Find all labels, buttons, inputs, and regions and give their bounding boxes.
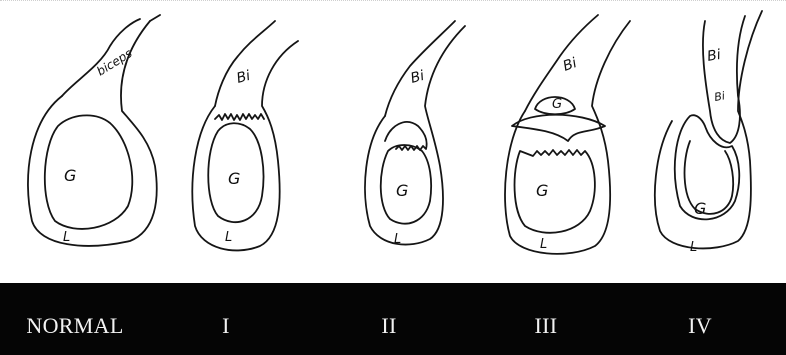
labrum-label: L — [690, 240, 697, 255]
label-normal: NORMAL — [26, 313, 123, 339]
panel-type-i-drawing: Bi G L — [192, 21, 298, 250]
biceps-label: biceps — [94, 46, 134, 78]
biceps-tendon-split — [703, 16, 745, 143]
label-type-i: I — [222, 313, 230, 339]
glenoid-outline — [45, 115, 133, 229]
sketch-canvas: biceps G L Bi G L Bi G — [0, 1, 786, 284]
labrum-outline — [28, 21, 157, 246]
labrum-label: L — [394, 232, 401, 247]
caption-band: NORMAL I II III IV — [0, 283, 786, 355]
torn-biceps-label: Bi — [713, 89, 726, 104]
biceps-label: Bi — [706, 47, 722, 65]
glenoid-label: G — [536, 181, 548, 200]
labrum-outline — [505, 21, 630, 254]
biceps-label: Bi — [409, 68, 426, 87]
glenoid-label: G — [694, 199, 706, 218]
labrum-label: L — [63, 230, 70, 245]
panel-normal-drawing: biceps G L — [28, 15, 160, 246]
bucket-handle-fragment — [512, 115, 605, 141]
labrum-outline — [655, 11, 762, 248]
fragment-glenoid-label: G — [552, 97, 562, 112]
biceps-label: Bi — [235, 68, 252, 87]
panel-type-iii-drawing: G Bi G L — [505, 15, 630, 254]
panel-type-ii-drawing: Bi G L — [365, 21, 465, 247]
biceps-tendon — [215, 21, 275, 106]
label-type-iv: IV — [688, 313, 712, 339]
glenoid-label: G — [396, 181, 408, 200]
glenoid-outline — [685, 141, 734, 214]
frayed-edge — [215, 114, 264, 120]
label-type-ii: II — [381, 313, 396, 339]
glenoid-outline — [515, 150, 595, 233]
drawing-area: biceps G L Bi G L Bi G — [0, 0, 786, 283]
panel-type-iv-drawing: Bi Bi G L — [655, 11, 762, 255]
biceps-label: Bi — [561, 55, 579, 75]
labrum-label: L — [225, 230, 232, 245]
labrum-outline — [365, 26, 465, 245]
glenoid-label: G — [64, 166, 76, 185]
labrum-label: L — [540, 237, 547, 252]
label-type-iii: III — [535, 313, 558, 339]
glenoid-label: G — [228, 169, 240, 188]
